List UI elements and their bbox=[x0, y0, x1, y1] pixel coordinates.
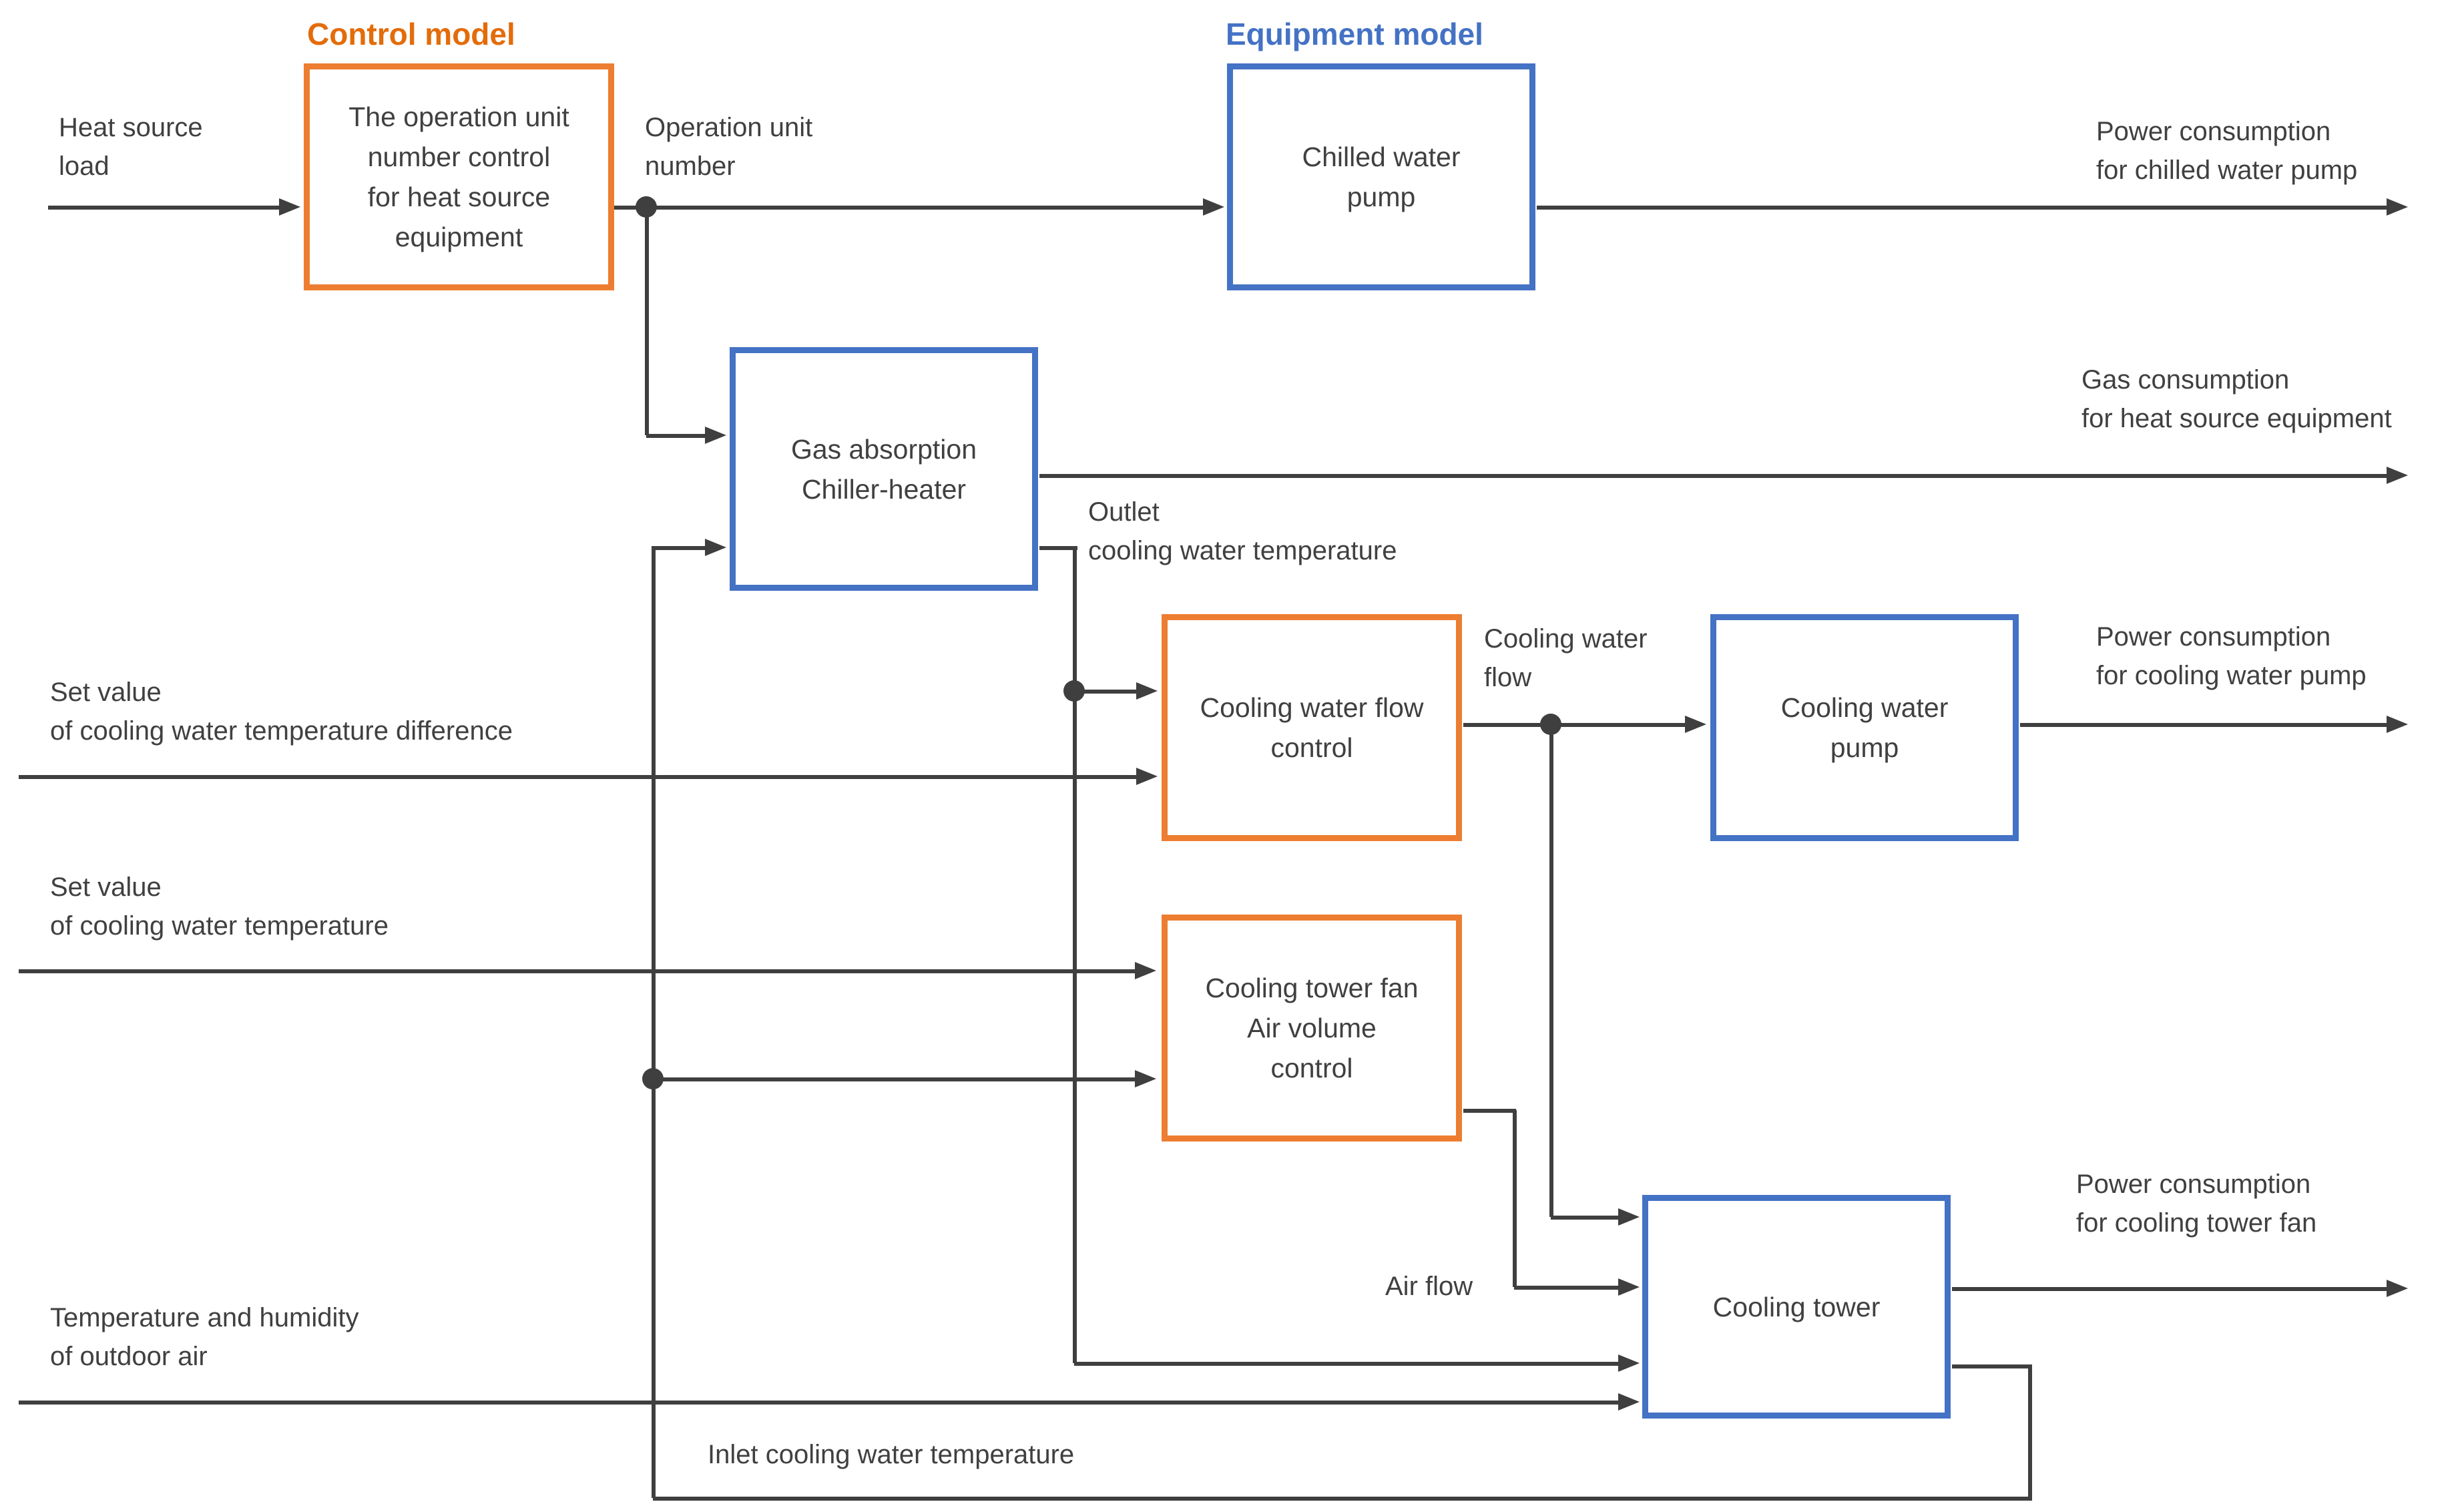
edge-unit-number-branch-vertical bbox=[645, 207, 649, 435]
label-cooling-water-flow: Cooling water flow bbox=[1484, 624, 1648, 692]
edge-inlet-temp-to-fan-control-line bbox=[653, 1077, 1135, 1081]
arrowhead-set-value-into-fan-control bbox=[1135, 962, 1156, 979]
arrowhead-air-flow-into-tower bbox=[1618, 1278, 1640, 1296]
arrowhead-into-chilled-water-pump bbox=[1203, 198, 1224, 216]
edge-unit-number-to-chiller-line bbox=[646, 434, 705, 438]
label-outlet-cooling-water-temperature: Outlet cooling water temperature bbox=[1088, 497, 1397, 565]
arrowhead-set-value-diff-into-flow-control bbox=[1136, 768, 1158, 785]
arrowhead-outdoor-air-into-tower bbox=[1618, 1393, 1640, 1411]
arrowhead-flow-into-cooling-water-pump bbox=[1685, 716, 1706, 733]
edge-inlet-temp-to-chiller-line bbox=[653, 546, 705, 550]
arrowhead-power-cooling-water-pump bbox=[2387, 716, 2408, 733]
label-temperature-humidity-outdoor-air: Temperature and humidity of outdoor air bbox=[50, 1303, 359, 1371]
edge-cooling-water-flow-branch-vertical bbox=[1549, 724, 1553, 1217]
node-unit-number-control: The operation unit number control for he… bbox=[304, 63, 614, 290]
edge-power-cooling-tower-fan-line bbox=[1952, 1287, 2387, 1291]
arrowhead-power-chilled-pump bbox=[2387, 198, 2408, 216]
edge-heat-source-load-line bbox=[48, 206, 279, 210]
arrowhead-inlet-temp-into-fan-control bbox=[1135, 1070, 1156, 1087]
junction-dot-cooling-water-flow-branch bbox=[1540, 714, 1561, 735]
label-gas-consumption: Gas consumption for heat source equipmen… bbox=[2081, 365, 2392, 433]
label-power-chilled-water-pump: Power consumption for chilled water pump bbox=[2096, 117, 2358, 185]
junction-dot-inlet-temp-branch bbox=[642, 1068, 664, 1089]
arrowhead-power-cooling-tower-fan bbox=[2387, 1280, 2408, 1297]
node-cooling-water-flow-control: Cooling water flow control bbox=[1162, 614, 1462, 841]
node-gas-absorption-chiller-heater: Gas absorption Chiller-heater bbox=[730, 347, 1038, 591]
arrowhead-outlet-temp-into-tower bbox=[1618, 1354, 1640, 1372]
junction-dot-operation-unit-number bbox=[636, 196, 657, 218]
edge-flow-to-tower-line bbox=[1551, 1216, 1618, 1220]
arrowhead-gas-consumption bbox=[2387, 467, 2408, 484]
edge-outlet-temp-to-tower-line bbox=[1074, 1362, 1618, 1366]
node-cooling-water-pump: Cooling water pump bbox=[1710, 614, 2019, 841]
edge-inlet-temp-feedback-vertical bbox=[652, 546, 656, 1498]
edge-air-flow-vertical bbox=[1513, 1110, 1517, 1287]
label-power-cooling-tower-fan: Power consumption for cooling tower fan bbox=[2076, 1170, 2317, 1238]
arrowhead-outlet-temp-into-flow-control bbox=[1136, 682, 1158, 700]
edge-set-value-temp-line bbox=[19, 969, 1135, 973]
edge-inlet-cooling-water-temp-line bbox=[653, 1497, 2032, 1501]
junction-dot-outlet-temp-branch bbox=[1063, 680, 1085, 702]
label-power-cooling-water-pump: Power consumption for cooling water pump bbox=[2096, 622, 2367, 690]
edge-outdoor-air-line bbox=[19, 1401, 1618, 1405]
equipment-model-heading: Equipment model bbox=[1226, 17, 1483, 51]
node-cooling-tower-fan-air-volume-control: Cooling tower fan Air volume control bbox=[1162, 915, 1462, 1142]
edge-tower-outlet-stub bbox=[1952, 1364, 2032, 1368]
edge-air-flow-to-tower-line bbox=[1514, 1286, 1618, 1290]
edge-power-cooling-water-pump-line bbox=[2020, 723, 2387, 727]
node-cooling-tower: Cooling tower bbox=[1642, 1195, 1951, 1419]
arrowhead-flow-into-tower bbox=[1618, 1208, 1640, 1226]
arrowhead-unit-number-into-chiller bbox=[705, 427, 726, 444]
label-set-value-temperature-difference: Set value of cooling water temperature d… bbox=[50, 678, 513, 746]
edge-set-value-temp-difference-line bbox=[19, 775, 1136, 779]
label-inlet-cooling-water-temperature: Inlet cooling water temperature bbox=[708, 1440, 1075, 1469]
edge-power-chilled-pump-line bbox=[1537, 206, 2387, 210]
edge-outlet-temp-vertical bbox=[1073, 546, 1077, 1363]
label-heat-source-load: Heat source load bbox=[59, 113, 203, 181]
label-air-flow: Air flow bbox=[1385, 1272, 1473, 1301]
arrowhead-into-unit-number-control bbox=[279, 198, 300, 216]
edge-outlet-temp-stub bbox=[1039, 546, 1077, 550]
edge-gas-consumption-line bbox=[1039, 474, 2387, 478]
control-model-heading: Control model bbox=[307, 17, 515, 51]
edge-air-flow-stub bbox=[1463, 1109, 1516, 1113]
edge-cooling-water-flow-line bbox=[1463, 723, 1685, 727]
edge-tower-feedback-vertical bbox=[2028, 1364, 2032, 1498]
label-operation-unit-number: Operation unit number bbox=[645, 113, 813, 181]
edge-outlet-temp-to-flow-control-line bbox=[1074, 690, 1136, 694]
arrowhead-inlet-temp-into-chiller bbox=[705, 539, 726, 556]
node-chilled-water-pump: Chilled water pump bbox=[1227, 63, 1535, 290]
edge-operation-unit-number-line bbox=[614, 206, 1203, 210]
label-set-value-temperature: Set value of cooling water temperature bbox=[50, 872, 389, 941]
